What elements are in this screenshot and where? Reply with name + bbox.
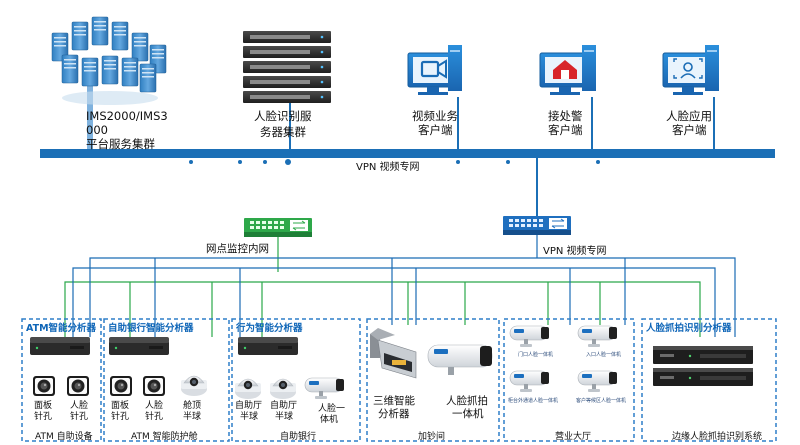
internal-network-switch-icon <box>244 218 312 237</box>
ss-box-bottom: ATM 智能防护舱 <box>131 430 198 442</box>
cash-room-box: 三维智能 分析器 人脸抓拍 一体机 加钞间 <box>366 318 500 442</box>
vpn-backbone-bar <box>40 149 775 158</box>
hall-cam3-label: 柜台外通道人脸一体机 <box>508 397 558 404</box>
ss-face-pinhole-icon <box>143 376 165 396</box>
face-capture-bullet-icon <box>427 344 493 375</box>
hall-cam4-icon <box>577 370 618 393</box>
atm-dev2-line2: 针孔 <box>70 410 88 422</box>
face-client-label-1: 人脸应用 <box>666 109 712 123</box>
beh-dev1-line1: 自助厅 <box>235 399 262 411</box>
atm-dev1-line2: 针孔 <box>34 410 52 422</box>
hall-cam1-label: 门口人脸一体机 <box>518 351 553 358</box>
ss-dev1-line2: 针孔 <box>111 410 129 422</box>
beh-dev3-line1: 人脸一 <box>318 402 345 414</box>
cash-dev2-line1: 人脸抓拍 <box>446 394 488 407</box>
cash-dev1-line1: 三维智能 <box>373 394 415 407</box>
edge-analyzer-rack-icon <box>653 346 753 386</box>
internal-switch-label: 网点监控内网 <box>206 242 269 255</box>
face-client-monitor-icon <box>662 45 719 149</box>
edge-face-capture-box: 人脸抓拍识别分析器 边缘人脸抓拍识别系统 <box>641 318 777 442</box>
beh-face-bullet-icon <box>304 377 345 400</box>
beh-dev2-line2: 半球 <box>275 410 293 422</box>
atm-analyzer-box: ATM智能分析器 面板 针孔 人脸 针孔 ATM 自助设备 <box>21 318 102 442</box>
cash-dev1-line2: 分析器 <box>378 407 410 420</box>
edge-box-title: 人脸抓拍识别分析器 <box>646 322 732 334</box>
hall-cam4-label: 客户等候区人脸一体机 <box>576 397 626 404</box>
atm-panel-pinhole-icon <box>33 376 55 396</box>
vpn-switch-label: VPN 视频专网 <box>543 244 607 257</box>
ss-dev3-line2: 半球 <box>183 410 201 422</box>
hall-cam1-icon <box>509 325 550 348</box>
cash-box-bottom: 加钞间 <box>418 430 445 442</box>
video-client-monitor-icon <box>407 45 462 149</box>
ss-panel-pinhole-icon <box>110 376 132 396</box>
face-server-label-1: 人脸识别服 <box>254 109 312 123</box>
selfservice-analyzer-box: 自助银行智能分析器 面板 针孔 人脸 针孔 舱顶 半球 ATM 智能防护舱 <box>103 318 230 442</box>
platform-server-cluster-icon <box>51 16 167 149</box>
police-client-monitor-icon <box>539 45 596 149</box>
business-hall-box: 门口人脸一体机 入口人脸一体机 柜台外通道人脸一体机 客户等候区人脸一体机 营业… <box>503 318 635 442</box>
cluster-label-2: 000 <box>86 123 108 137</box>
atm-face-pinhole-icon <box>67 376 89 396</box>
cluster-label-3: 平台服务集群 <box>86 137 155 151</box>
ss-box-title: 自助银行智能分析器 <box>108 322 194 334</box>
police-client-label-1: 接处警 <box>548 109 583 123</box>
beh-box-bottom: 自助银行 <box>280 430 316 442</box>
green-connection-lines <box>64 237 701 337</box>
beh-dev2-line1: 自助厅 <box>270 399 297 411</box>
3d-analyzer-icon <box>370 328 417 379</box>
beh-dev1-line2: 半球 <box>240 410 258 422</box>
beh-analyzer-icon <box>238 337 298 355</box>
ss-dev2-line1: 人脸 <box>145 399 163 411</box>
ss-dev2-line2: 针孔 <box>145 410 163 422</box>
beh-box-title: 行为智能分析器 <box>235 322 303 334</box>
atm-analyzer-icon <box>30 337 90 355</box>
vpn-switch-icon <box>503 216 571 235</box>
hall-cam3-icon <box>509 370 550 393</box>
cash-dev2-line2: 一体机 <box>452 407 484 420</box>
video-client-label-1: 视频业务 <box>412 109 458 123</box>
hall-box-bottom: 营业大厅 <box>555 430 591 442</box>
hall-cam2-label: 入口人脸一体机 <box>586 351 621 358</box>
face-server-rack-icon <box>243 31 331 149</box>
atm-box-title: ATM智能分析器 <box>26 322 97 334</box>
atm-box-bottom: ATM 自助设备 <box>35 430 93 442</box>
beh-dome1-icon <box>234 378 262 400</box>
face-server-label-2: 务器集群 <box>260 125 306 139</box>
ss-dome-icon <box>180 375 208 397</box>
ss-dev3-line1: 舱顶 <box>183 399 201 411</box>
ss-dev1-line1: 面板 <box>111 399 129 411</box>
beh-dome2-icon <box>269 378 297 400</box>
police-client-label-2: 客户端 <box>548 123 583 137</box>
face-client-label-2: 客户端 <box>672 123 707 137</box>
ss-analyzer-icon <box>109 337 169 355</box>
beh-dev3-line2: 体机 <box>320 413 338 425</box>
atm-dev2-line1: 人脸 <box>70 399 88 411</box>
blue-connection-lines <box>72 235 736 337</box>
edge-box-bottom: 边缘人脸抓拍识别系统 <box>672 430 762 442</box>
video-client-label-2: 客户端 <box>418 123 453 137</box>
behavior-analyzer-box: 行为智能分析器 自助厅 半球 自助厅 半球 人脸一 体机 自助银行 <box>231 318 361 442</box>
backbone-label: VPN 视频专网 <box>356 160 420 173</box>
cluster-label-1: IMS2000/IMS3 <box>86 109 168 123</box>
atm-dev1-line1: 面板 <box>34 399 52 411</box>
hall-cam2-icon <box>577 325 618 348</box>
